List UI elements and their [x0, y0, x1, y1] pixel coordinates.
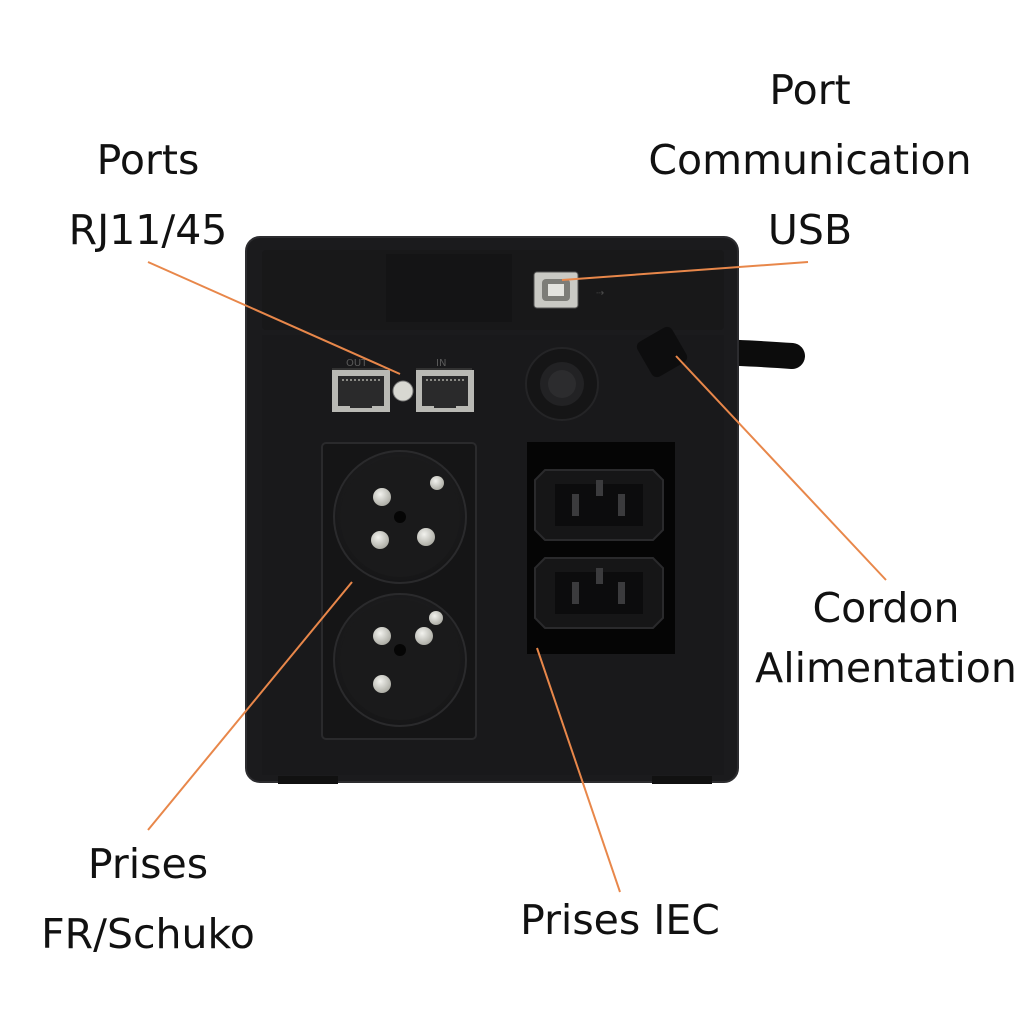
- iec-socket-bottom-icon: [534, 557, 664, 629]
- iec-socket-top-icon: [534, 469, 664, 541]
- rj-out-marking: OUT: [346, 358, 368, 369]
- ups-foot-right: [652, 776, 712, 784]
- leader-line-iec: [536, 647, 621, 893]
- label-power-cord-line1: Cordon: [812, 584, 960, 632]
- label-rj-line2: RJ11/45: [68, 206, 228, 254]
- leader-line-usb: [561, 261, 809, 281]
- power-cord-plug-icon: [636, 326, 688, 378]
- rj45-in-jack-icon: [416, 370, 474, 412]
- ups-label-recess: [386, 254, 512, 322]
- label-schuko-line2: FR/Schuko: [41, 910, 255, 958]
- label-rj-line1: Ports: [96, 136, 200, 184]
- circuit-breaker-icon: [525, 347, 599, 421]
- leader-line-schuko: [147, 581, 353, 831]
- usb-port-icon: [533, 271, 579, 309]
- rj-in-marking: IN: [436, 358, 446, 369]
- label-usb-line2: Communication: [648, 136, 972, 184]
- schuko-socket-bottom-icon: [333, 593, 467, 727]
- leader-line-power-cord: [675, 355, 887, 581]
- usb-symbol-mark: ⇢: [596, 288, 604, 299]
- leader-line-rj: [147, 261, 401, 375]
- label-usb-line1: Port: [769, 66, 851, 114]
- label-schuko-line1: Prises: [87, 840, 209, 888]
- ground-screw-icon: [392, 380, 414, 402]
- label-iec: Prises IEC: [520, 896, 720, 944]
- schuko-socket-top-icon: [333, 450, 467, 584]
- rj45-out-jack-icon: [332, 370, 390, 412]
- label-usb-line3: USB: [767, 206, 853, 254]
- label-power-cord-line2: Alimentation: [755, 644, 1017, 692]
- ups-foot-left: [278, 776, 338, 784]
